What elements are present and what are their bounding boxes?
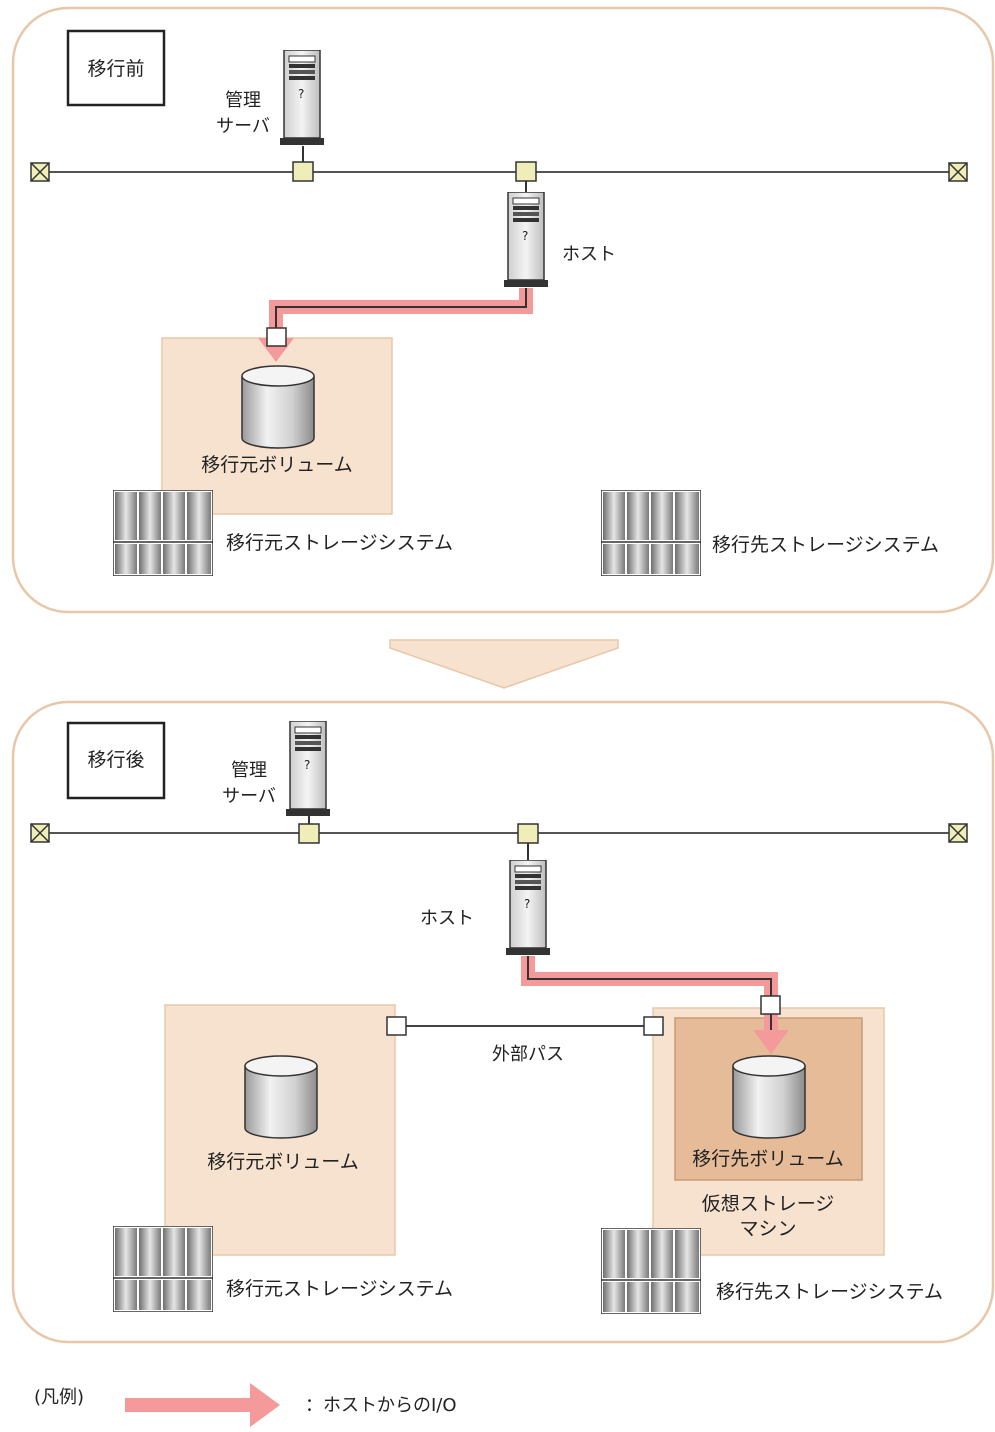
network-port [298,823,320,844]
target-volume-icon [732,1055,806,1139]
host-label: ホスト [420,908,474,929]
storage-port [266,327,287,347]
source-storage-system-label: 移行元ストレージシステム [226,532,453,554]
management-server-label-line1: 管理 [231,760,267,781]
network-port [517,823,539,844]
storage-port [386,1016,407,1036]
host-server-icon [506,860,550,956]
transition-arrow-icon [389,639,619,689]
storage-port [760,995,781,1015]
network-port [515,161,537,182]
source-storage-system-icon [113,490,213,576]
source-volume-icon [244,1055,318,1139]
network-terminator-icon [948,162,968,182]
source-storage-system-label: 移行元ストレージシステム [226,1278,453,1300]
management-server-icon [280,50,324,146]
management-server-label-line2: サーバ [216,116,270,137]
io-legend-arrow-icon [125,1383,280,1427]
legend-title: (凡例) [34,1387,84,1408]
external-path-label: 外部パス [492,1044,564,1065]
after-title: 移行後 [87,749,144,771]
host-server-icon [504,192,548,288]
legend-io-label: ：ホストからのI/O [305,1395,457,1416]
management-server-label-line2: サーバ [222,786,276,807]
management-server-icon [286,721,330,817]
virtual-storage-machine-label-line1: 仮想ストレージ [702,1193,835,1215]
target-storage-system-label: 移行先ストレージシステム [716,1281,943,1303]
io-arrow-head [753,1030,789,1054]
network-terminator-icon [30,162,50,182]
network-terminator-icon [948,823,968,843]
host-label: ホスト [562,244,616,265]
source-volume-icon [241,365,315,449]
target-storage-system-icon [601,490,701,576]
storage-port [643,1016,664,1036]
after-panel: 移行後 管理 サーバ ホスト 外部パス 移行元ボリューム [11,700,995,1344]
management-server-label-line1: 管理 [225,90,261,111]
target-storage-system-label: 移行先ストレージシステム [712,534,939,556]
source-volume-label: 移行元ボリューム [207,1151,358,1173]
before-title: 移行前 [87,58,144,80]
source-storage-system-icon [113,1226,213,1312]
virtual-storage-machine-label-line2: マシン [739,1218,796,1240]
before-title-box [66,29,166,107]
network-port [292,161,314,182]
target-volume-label: 移行先ボリューム [692,1148,843,1170]
source-volume-label: 移行元ボリューム [201,454,352,476]
target-storage-system-icon [601,1228,701,1314]
network-terminator-icon [30,823,50,843]
legend: (凡例) ：ホストからのI/O [34,1383,457,1427]
before-panel: 移行前 管理 サーバ ホスト 移行元ボリューム 移行元ストレージシステム 移行先… [11,6,995,614]
after-title-box [66,721,166,800]
